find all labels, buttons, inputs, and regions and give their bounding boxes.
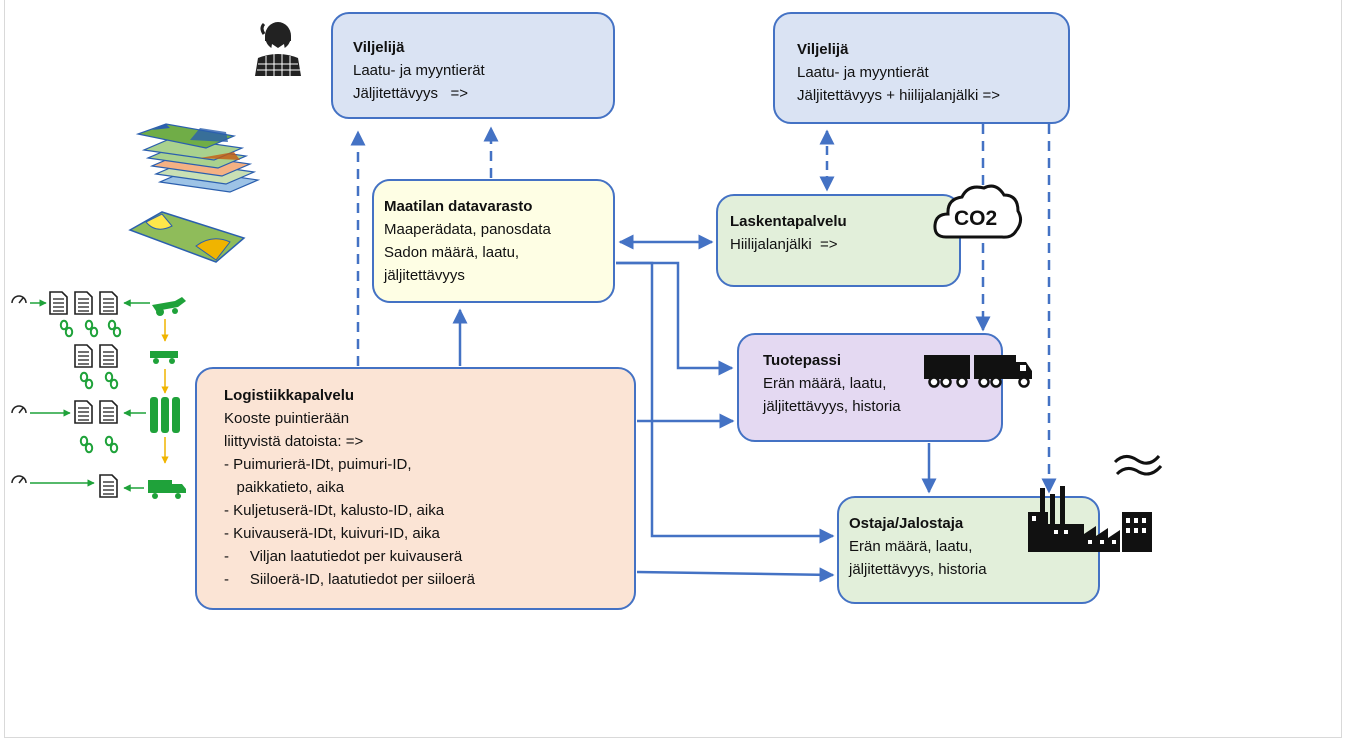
- truck-icon: [924, 355, 1032, 388]
- passport-line-2: jäljitettävyys, historia: [763, 398, 901, 415]
- logistics-flow-icons: [11, 291, 186, 499]
- datastore-line-2: Sadon määrä, laatu,: [384, 244, 520, 261]
- buyer-title: Ostaja/Jalostaja: [849, 515, 964, 532]
- farmer-box-2-line-2: Jäljitettävyys + hiilijalanjälki =>: [797, 87, 1001, 104]
- logistics-line-6: - Kuivauserä-IDt, kuivuri-ID, aika: [224, 525, 440, 542]
- farmer-box-1-title: Viljelijä: [353, 39, 405, 56]
- logistics-title: Logistiikkapalvelu: [224, 387, 355, 404]
- farmer-avatar-icon: [255, 22, 301, 76]
- smoke-icon: [1113, 454, 1163, 476]
- buyer-line-1: Erän määrä, laatu,: [849, 538, 973, 555]
- farmer-box-1-line-2: Jäljitettävyys =>: [353, 85, 469, 102]
- calc-title: Laskentapalvelu: [730, 213, 847, 230]
- page-frame: [4, 0, 1342, 738]
- product-passport-box: Tuotepassi Erän määrä, laatu, jäljitettä…: [737, 333, 1003, 442]
- arrow-logistics-to-buyer: [636, 567, 835, 583]
- buyer-line-2: jäljitettävyys, historia: [849, 561, 987, 578]
- farmer-box-1-line-1: Laatu- ja myyntierät: [353, 62, 485, 79]
- farmer-box-2-title: Viljelijä: [797, 41, 849, 58]
- passport-line-1: Erän määrä, laatu,: [763, 375, 887, 392]
- buyer-processor-box: Ostaja/Jalostaja Erän määrä, laatu, jälj…: [837, 496, 1100, 604]
- logistics-line-8: - Siiloerä-ID, laatutiedot per siiloerä: [224, 571, 475, 588]
- logistics-line-1: Kooste puintierään: [224, 410, 350, 427]
- logistics-service-box: Logistiikkapalvelu Kooste puintierään li…: [195, 367, 636, 610]
- factory-icon: [1028, 486, 1152, 552]
- logistics-line-5: - Kuljetuserä-IDt, kalusto-ID, aika: [224, 502, 445, 519]
- farmer-box-2: Viljelijä Laatu- ja myyntierät Jäljitett…: [773, 12, 1070, 124]
- datastore-title: Maatilan datavarasto: [384, 198, 533, 215]
- field-map-icon: [128, 211, 246, 263]
- farmer-box-1: Viljelijä Laatu- ja myyntierät Jäljitett…: [331, 12, 615, 119]
- co2-cloud-icon: CO2: [933, 184, 1023, 239]
- map-layers-icon: [135, 123, 261, 193]
- farmer-box-2-line-1: Laatu- ja myyntierät: [797, 64, 929, 81]
- logistics-line-4: paikkatieto, aika: [224, 479, 345, 496]
- calc-line-1: Hiilijalanjälki =>: [730, 236, 838, 253]
- logistics-line-2: liittyvistä datoista: =>: [224, 433, 364, 450]
- arrow-datastore-to-buyer: [616, 261, 835, 544]
- logistics-line-3: - Puimurierä-IDt, puimuri-ID,: [224, 456, 412, 473]
- arrow-datastore-to-passport: [616, 261, 734, 376]
- logistics-line-7: - Viljan laatutiedot per kuivauserä: [224, 548, 463, 565]
- datastore-box: Maatilan datavarasto Maaperädata, panosd…: [372, 179, 615, 303]
- calculation-service-box: Laskentapalvelu Hiilijalanjälki =>: [716, 194, 961, 287]
- passport-title: Tuotepassi: [763, 352, 842, 369]
- datastore-line-1: Maaperädata, panosdata: [384, 221, 551, 238]
- co2-label: CO2: [954, 207, 997, 230]
- datastore-line-3: jäljitettävyys: [384, 267, 465, 284]
